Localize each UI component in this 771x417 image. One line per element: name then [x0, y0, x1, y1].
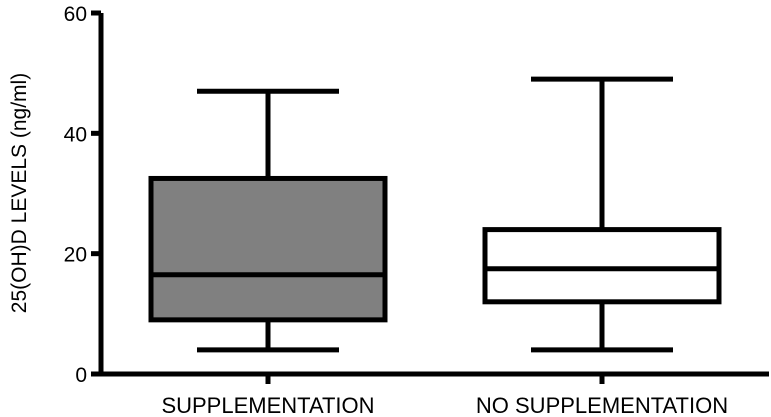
iqr-box — [148, 175, 388, 323]
box-2 — [482, 76, 722, 353]
y-tick-label: 60 — [64, 3, 87, 26]
x-axis: SUPPLEMENTATION NO SUPPLEMENTATION — [98, 371, 769, 417]
y-tick-label: 20 — [64, 244, 87, 267]
y-tick-label: 0 — [75, 364, 87, 387]
iqr-box — [482, 227, 722, 305]
boxes — [148, 76, 722, 353]
box-1 — [148, 88, 388, 353]
y-axis: 0 20 40 60 — [64, 3, 104, 387]
x-category-label: SUPPLEMENTATION — [161, 393, 374, 417]
y-axis-title: 25(OH)D LEVELS (ng/ml) — [8, 73, 31, 313]
x-category-label: NO SUPPLEMENTATION — [476, 393, 728, 417]
y-tick-label: 40 — [64, 123, 87, 146]
